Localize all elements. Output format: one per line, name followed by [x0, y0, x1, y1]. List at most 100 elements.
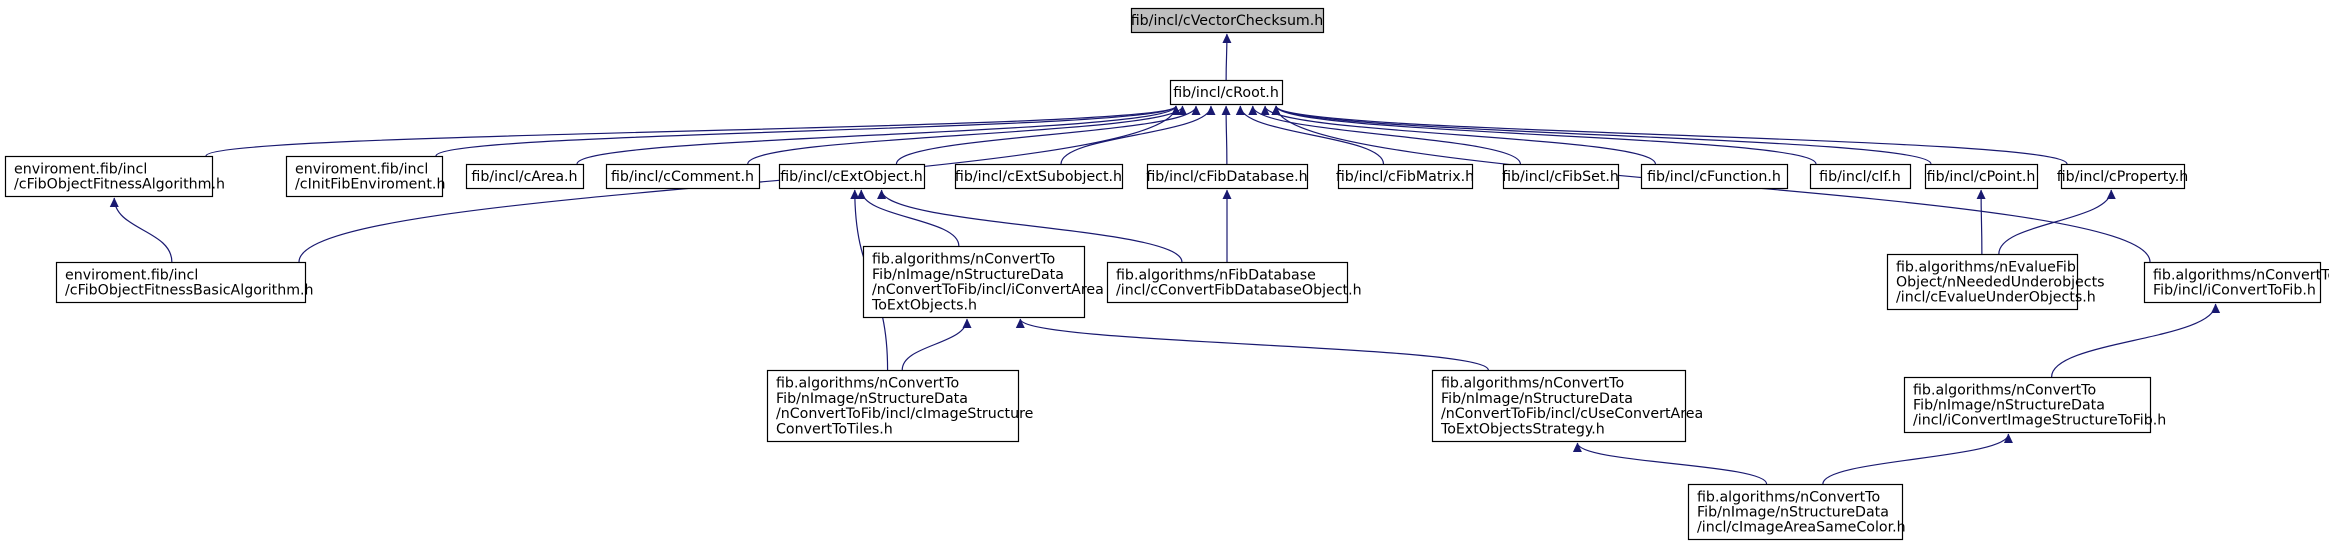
node-label-line: fib.algorithms/nConvertTo — [1441, 376, 1624, 392]
node-fib-algorithms-nconverttofib-incl-iconverttofib-h[interactable]: fib.algorithms/nConvertToFib/incl/iConve… — [2143, 261, 2329, 304]
edge-n11-to-n1 — [1260, 105, 1657, 165]
edge-n22-to-n15 — [2051, 303, 2221, 378]
edge-n23-to-n22 — [1822, 433, 2013, 485]
node-label-line: fib/incl/cRoot.h — [1173, 85, 1279, 101]
node-box — [465, 163, 585, 190]
node-fib-incl-cif-h[interactable]: fib/incl/cIf.h — [1809, 163, 1912, 190]
edge-n12-to-n1 — [1271, 105, 1817, 165]
node-label-line: Fib/nImage/nStructureData — [1913, 398, 2105, 414]
node-label-line: Fib/nImage/nStructureData — [776, 391, 968, 407]
node-label-line: fib/incl/cFibDatabase.h — [1146, 169, 1307, 185]
node-fib-incl-cextobject-h[interactable]: fib/incl/cExtObject.h — [778, 163, 926, 190]
node-enviroment-fib-incl-cfibobjectfitnessalgorithm-h[interactable]: enviroment.fib/incl/cFibObjectFitnessAlg… — [4, 155, 225, 198]
node-fib-incl-cproperty-h[interactable]: fib/incl/cProperty.h — [2057, 163, 2189, 190]
node-fib-algorithms-nconverttofib-nimage-nstructuredata-nconverttofib-incl-cimagestructureconverttotiles-h[interactable]: fib.algorithms/nConvertToFib/nImage/nStr… — [766, 369, 1034, 443]
edge-n4-to-n1 — [576, 105, 1181, 165]
node-label-line: enviroment.fib/incl — [14, 161, 147, 177]
edge-n17-to-n6 — [856, 189, 960, 247]
node-fib-algorithms-nconverttofib-nimage-nstructuredata-nconverttofib-incl-cuseconvertareatoextobjectsstrategy-h[interactable]: fib.algorithms/nConvertToFib/nImage/nStr… — [1431, 369, 1704, 443]
node-box — [1903, 376, 2152, 434]
node-fib-algorithms-nevaluefibobject-nneededunderobjects-incl-cevalueunderobjects-h[interactable]: fib.algorithms/nEvalueFibObject/nNeededU… — [1886, 253, 2105, 311]
node-box — [1146, 163, 1309, 190]
node-box — [954, 163, 1124, 190]
node-fib-algorithms-nconverttofib-nimage-nstructuredata-nconverttofib-incl-iconvertareatoextobjects-h[interactable]: fib.algorithms/nConvertToFib/nImage/nStr… — [862, 245, 1104, 319]
node-fib-incl-croot-h[interactable]: fib/incl/cRoot.h — [1169, 79, 1284, 106]
node-label-line: /nConvertToFib/incl/cImageStructure — [776, 406, 1033, 422]
node-label-line: /incl/cConvertFibDatabaseObject.h — [1116, 283, 1362, 299]
node-fib-incl-cfunction-h[interactable]: fib/incl/cFunction.h — [1640, 163, 1789, 190]
node-label-line: /nConvertToFib/incl/cUseConvertArea — [1441, 406, 1703, 422]
node-label-line: fib/incl/cArea.h — [471, 169, 577, 185]
node-label-line: fib/incl/cVectorChecksum.h — [1131, 13, 1324, 29]
node-label-line: fib.algorithms/nEvalueFib — [1896, 259, 2076, 275]
node-label-line: fib.algorithms/nConvertTo — [1697, 489, 1880, 505]
node-label-line: /cInitFibEnviroment.h — [295, 177, 445, 193]
node-fib-incl-cextsubobject-h[interactable]: fib/incl/cExtSubobject.h — [954, 163, 1124, 190]
node-box — [1169, 79, 1284, 106]
edge-n2-to-n1 — [205, 105, 1181, 157]
node-label-line: Object/nNeededUnderobjects — [1896, 275, 2105, 291]
edge-n6-to-n1 — [895, 105, 1201, 165]
node-label-line: Fib/nImage/nStructureData — [1441, 391, 1633, 407]
node-label-line: fib/incl/cExtSubobject.h — [955, 169, 1122, 185]
node-label-line: /cFibObjectFitnessBasicAlgorithm.h — [65, 283, 314, 299]
node-label-line: enviroment.fib/incl — [65, 267, 198, 283]
node-label-line: fib.algorithms/nConvertTo — [872, 252, 1055, 268]
node-fib-incl-cvectorchecksum-h[interactable]: fib/incl/cVectorChecksum.h — [1131, 7, 1325, 34]
node-box — [4, 155, 214, 198]
edge-n13-to-n1 — [1271, 105, 1932, 165]
node-box — [55, 261, 307, 304]
node-label-line: /cFibObjectFitnessAlgorithm.h — [14, 177, 225, 193]
edges-layer — [109, 33, 2221, 485]
node-label-line: fib/incl/cFunction.h — [1647, 169, 1781, 185]
node-fib-incl-cfibmatrix-h[interactable]: fib/incl/cFibMatrix.h — [1336, 163, 1474, 190]
node-fib-incl-cfibdatabase-h[interactable]: fib/incl/cFibDatabase.h — [1146, 163, 1309, 190]
edge-n5-to-n1 — [747, 105, 1187, 165]
node-label-line: fib/incl/cComment.h — [611, 169, 754, 185]
edge-n20-to-n17 — [901, 318, 972, 371]
node-box — [862, 245, 1086, 319]
node-box — [1886, 253, 2079, 311]
edge-n14-to-n1 — [1271, 105, 2068, 165]
node-label-line: fib/incl/cProperty.h — [2057, 169, 2189, 185]
node-label-line: fib/incl/cFibSet.h — [1502, 169, 1619, 185]
node-box — [778, 163, 926, 190]
edge-n18-to-n6 — [877, 189, 1183, 263]
node-fib-incl-cfibset-h[interactable]: fib/incl/cFibSet.h — [1502, 163, 1620, 190]
edge-n8-to-n1 — [1221, 105, 1231, 165]
node-box — [1809, 163, 1912, 190]
node-box — [605, 163, 761, 190]
edge-n7-to-n1 — [1060, 105, 1216, 165]
node-box — [1502, 163, 1620, 190]
node-fib-algorithms-nfibdatabase-incl-cconvertfibdatabaseobject-h[interactable]: fib.algorithms/nFibDatabase/incl/cConver… — [1106, 261, 1362, 304]
edge-n10-to-n1 — [1248, 105, 1521, 165]
node-label-line: fib/incl/cPoint.h — [1927, 169, 2036, 185]
node-label-line: fib/incl/cIf.h — [1819, 169, 1901, 185]
node-box — [1431, 369, 1687, 443]
edge-n19-to-n13 — [1976, 189, 1986, 255]
node-label-line: /incl/cEvalueUnderObjects.h — [1896, 290, 2096, 306]
node-enviroment-fib-incl-cinitfibenviroment-h[interactable]: enviroment.fib/incl/cInitFibEnviroment.h — [285, 155, 446, 198]
edge-n19-to-n14 — [1998, 189, 2116, 255]
node-label-line: Fib/nImage/nStructureData — [1697, 505, 1889, 521]
edge-n3-to-n1 — [435, 105, 1181, 157]
node-label-line: enviroment.fib/incl — [295, 161, 428, 177]
node-fib-algorithms-nconverttofib-nimage-nstructuredata-incl-cimageareasamecolor-h[interactable]: fib.algorithms/nConvertToFib/nImage/nStr… — [1687, 483, 1906, 541]
node-label-line: fib.algorithms/nConvertTo — [2153, 267, 2329, 283]
node-label-line: /incl/iConvertImageStructureToFib.h — [1913, 413, 2166, 429]
node-box — [2060, 163, 2186, 190]
node-box — [2143, 261, 2322, 304]
node-label-line: fib/incl/cFibMatrix.h — [1336, 169, 1474, 185]
node-label-line: /incl/cImageAreaSameColor.h — [1697, 520, 1906, 536]
edge-n1-to-n0 — [1222, 33, 1232, 81]
node-enviroment-fib-incl-cfibobjectfitnessbasicalgorithm-h[interactable]: enviroment.fib/incl/cFibObjectFitnessBas… — [55, 261, 314, 304]
node-fib-incl-carea-h[interactable]: fib/incl/cArea.h — [465, 163, 585, 190]
node-label-line: fib.algorithms/nFibDatabase — [1116, 267, 1316, 283]
node-fib-algorithms-nconverttofib-nimage-nstructuredata-incl-iconvertimagestructuretofib-h[interactable]: fib.algorithms/nConvertToFib/nImage/nStr… — [1903, 376, 2167, 434]
edge-n16-to-n2 — [109, 197, 173, 263]
node-box — [766, 369, 1020, 443]
node-label-line: ToExtObjectsStrategy.h — [1440, 421, 1605, 437]
node-fib-incl-ccomment-h[interactable]: fib/incl/cComment.h — [605, 163, 761, 190]
node-label-line: Fib/incl/iConvertToFib.h — [2153, 283, 2316, 299]
node-fib-incl-cpoint-h[interactable]: fib/incl/cPoint.h — [1924, 163, 2039, 190]
